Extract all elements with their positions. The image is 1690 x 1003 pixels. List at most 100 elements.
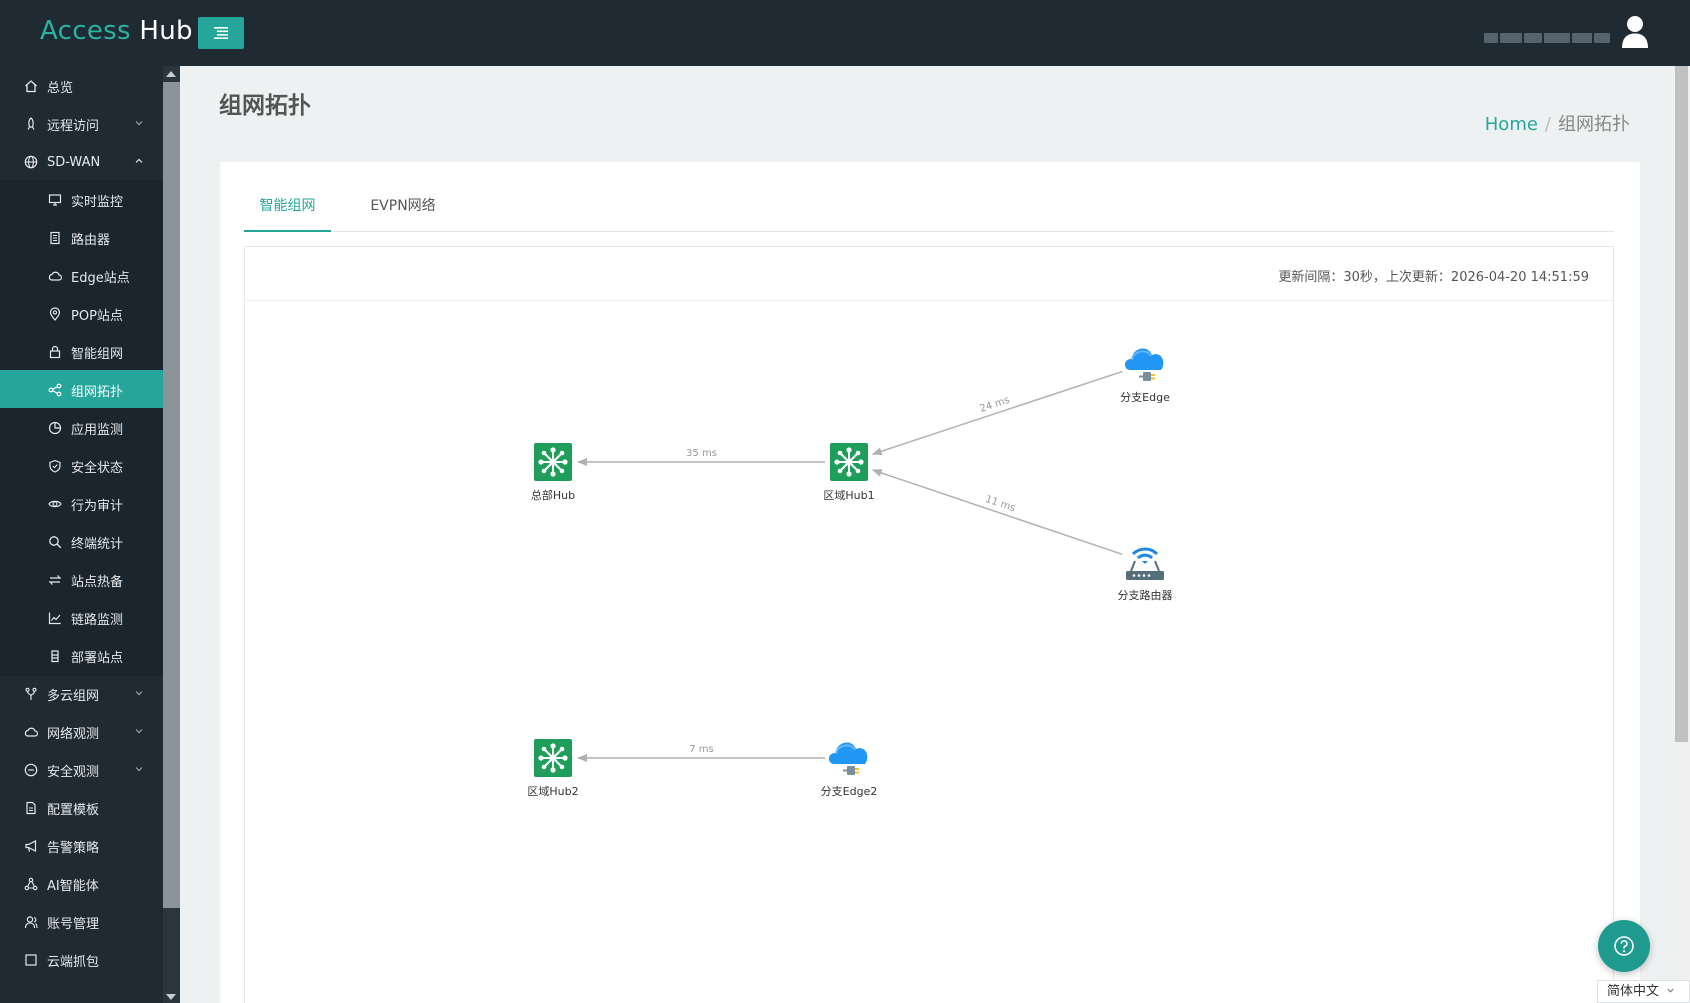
username-blurred[interactable]: [1484, 28, 1614, 43]
breadcrumb-home-link[interactable]: Home: [1484, 114, 1538, 135]
tab-smart-network[interactable]: 智能组网: [244, 192, 331, 232]
topology-node-label: 区域Hub1: [823, 489, 874, 502]
sidebar-item-site-failover[interactable]: 站点热备: [0, 560, 163, 600]
main-scrollbar[interactable]: [1673, 66, 1690, 1003]
chevron-down-icon: [135, 121, 143, 126]
sidebar-item-edge-sites[interactable]: Edge站点: [0, 256, 163, 296]
sidebar-item-label: SD-WAN: [47, 154, 101, 170]
sidebar-item-label: 云端抓包: [47, 954, 100, 970]
sidebar-item-app-monitor[interactable]: 应用监测: [0, 408, 163, 448]
sidebar-item-smart-network[interactable]: 智能组网: [0, 332, 163, 372]
topology-node-hub[interactable]: 总部Hub: [531, 442, 575, 502]
edge-node-icon: [1123, 347, 1165, 382]
sidebar-item-account-mgmt[interactable]: 账号管理: [0, 902, 163, 942]
sidebar-item-label: 安全观测: [47, 764, 100, 780]
menu-icon: [214, 27, 228, 39]
share-icon: [47, 382, 63, 398]
chevron-down-icon: [135, 767, 143, 772]
chevron-down-icon: [1667, 988, 1674, 993]
tab-bar: 智能组网 EVPN网络: [244, 192, 1614, 232]
help-button[interactable]: [1598, 920, 1650, 972]
topology-node-label: 分支路由器: [1118, 588, 1173, 602]
sidebar-item-label: 网络观测: [47, 726, 100, 742]
hub-node-icon: [533, 442, 573, 482]
top-header: Access Hub: [0, 0, 1690, 66]
sidebar-item-security-observe[interactable]: 安全观测: [0, 750, 163, 790]
sidebar-nav: 总览 远程访问 SD-WAN 实时监控 路由器 Edge站点 POP站点 智能组…: [0, 66, 163, 1003]
hub-node-icon: [829, 442, 869, 482]
sidebar-item-cloud-capture[interactable]: 云端抓包: [0, 940, 163, 980]
sidebar-item-label: 智能组网: [71, 346, 124, 362]
sidebar-scrollbar-thumb[interactable]: [163, 82, 180, 908]
sidebar-item-network-topology[interactable]: 组网拓扑: [0, 370, 163, 410]
hub-node-icon: [533, 738, 573, 778]
main-scrollbar-thumb[interactable]: [1675, 66, 1688, 742]
scroll-up-arrow-icon[interactable]: [166, 71, 176, 77]
sidebar-item-label: 账号管理: [47, 916, 100, 932]
fork-icon: [23, 686, 39, 702]
line-chart-icon: [47, 610, 63, 626]
sidebar-item-ai-agent[interactable]: AI智能体: [0, 864, 163, 904]
sidebar-item-network-observe[interactable]: 网络观测: [0, 712, 163, 752]
link-latency-label: 35 ms: [686, 448, 717, 459]
sidebar-item-router[interactable]: 路由器: [0, 218, 163, 258]
language-selector[interactable]: 简体中文: [1597, 980, 1690, 1003]
user-avatar-icon[interactable]: [1621, 15, 1649, 49]
main-panel: 智能组网 EVPN网络 更新间隔：30秒，上次更新：2026-04-20 14:…: [220, 162, 1640, 1003]
sidebar-item-label: 多云组网: [47, 688, 100, 704]
topology-node-hub[interactable]: 区域Hub2: [527, 738, 579, 798]
sidebar-item-security-status[interactable]: 安全状态: [0, 446, 163, 486]
help-icon: [1614, 936, 1634, 956]
sidebar-item-behavior-audit[interactable]: 行为审计: [0, 484, 163, 524]
topology-link[interactable]: [871, 469, 1123, 556]
topology-node-label: 分支Edge2: [821, 785, 878, 798]
breadcrumb: Home/组网拓扑: [1485, 110, 1630, 136]
eye-icon: [47, 496, 63, 512]
breadcrumb-separator: /: [1544, 114, 1551, 135]
sidebar-item-label: 远程访问: [47, 118, 100, 134]
sidebar-item-label: Edge站点: [71, 270, 130, 286]
sidebar-item-label: AI智能体: [47, 878, 99, 894]
topology-node-label: 分支Edge: [1120, 391, 1170, 404]
chevron-down-icon: [135, 729, 143, 734]
location-icon: [47, 306, 63, 322]
monitor-icon: [47, 192, 63, 208]
cloud-icon: [23, 724, 39, 740]
pie-chart-icon: [47, 420, 63, 436]
sidebar-item-remote-access[interactable]: 远程访问: [0, 104, 163, 144]
sidebar-item-multicloud[interactable]: 多云组网: [0, 674, 163, 714]
box-icon: [47, 648, 63, 664]
sidebar-item-deploy-sites[interactable]: 部署站点: [0, 636, 163, 676]
sidebar-item-pop-sites[interactable]: POP站点: [0, 294, 163, 334]
menu-toggle-button[interactable]: [198, 17, 244, 49]
sidebar-item-terminal-stats[interactable]: 终端统计: [0, 522, 163, 562]
document-icon: [23, 800, 39, 816]
scroll-down-arrow-icon[interactable]: [166, 994, 176, 1000]
users-icon: [23, 914, 39, 930]
sidebar-item-sdwan[interactable]: SD-WAN: [0, 142, 163, 182]
sidebar-scrollbar[interactable]: [163, 66, 180, 1003]
tab-evpn-network[interactable]: EVPN网络: [370, 198, 436, 214]
topology-node-edge[interactable]: 分支Edge: [1120, 347, 1170, 404]
topology-link[interactable]: [871, 370, 1123, 456]
sidebar-item-label: 实时监控: [71, 194, 124, 210]
sidebar-item-label: 终端统计: [71, 536, 124, 552]
globe-icon: [23, 154, 39, 170]
sidebar-item-link-monitor[interactable]: 链路监测: [0, 598, 163, 638]
topology-node-hub[interactable]: 区域Hub1: [823, 442, 875, 502]
brand-logo[interactable]: Access Hub: [40, 16, 193, 46]
update-info-bar: 更新间隔：30秒，上次更新：2026-04-20 14:51:59: [245, 247, 1613, 301]
topology-node-edge[interactable]: 分支Edge2: [821, 741, 878, 798]
topology-node-router[interactable]: 分支路由器: [1118, 547, 1173, 602]
sidebar-item-realtime-monitor[interactable]: 实时监控: [0, 180, 163, 220]
rocket-icon: [23, 116, 39, 132]
sidebar-item-overview[interactable]: 总览: [0, 66, 163, 106]
brand-name-part2: Hub: [139, 16, 193, 46]
sidebar-item-alert-policy[interactable]: 告警策略: [0, 826, 163, 866]
minus-circle-icon: [23, 762, 39, 778]
router-node-icon: [1124, 547, 1166, 582]
sidebar-item-label: 链路监测: [71, 612, 124, 628]
sidebar-item-config-templates[interactable]: 配置模板: [0, 788, 163, 828]
sidebar-item-label: 组网拓扑: [71, 384, 124, 400]
